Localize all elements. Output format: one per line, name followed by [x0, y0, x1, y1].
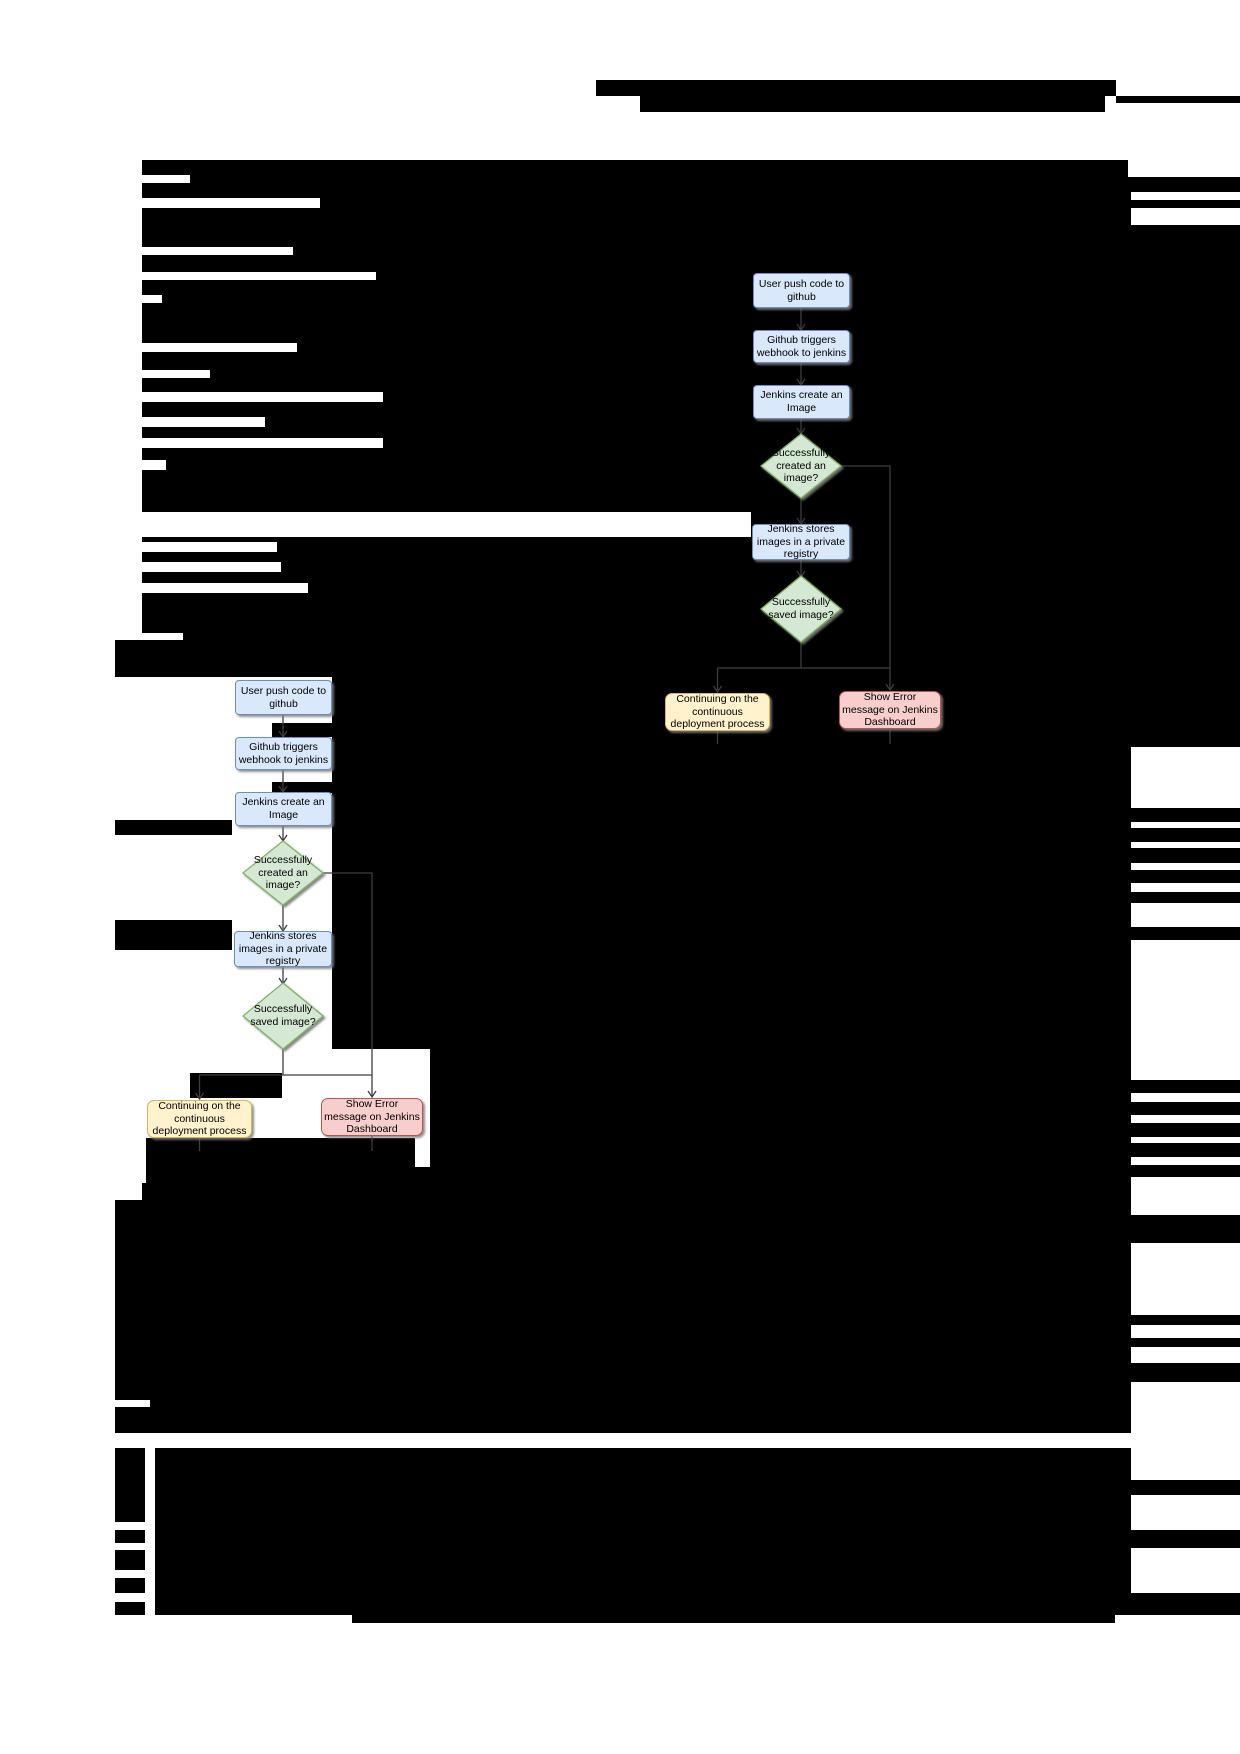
redacted-text-block — [1131, 808, 1240, 822]
redacted-text-block — [1131, 892, 1240, 903]
redacted-text-block — [190, 1073, 282, 1098]
text-line-gap — [0, 633, 183, 640]
text-line-gap — [0, 272, 376, 280]
flowchart-node-github-webhook: Github triggers webhook to jenkins — [753, 330, 850, 363]
redacted-text-block — [115, 820, 232, 835]
flowchart-node-show-error: Show Error message on Jenkins Dashboard — [321, 1098, 423, 1136]
redacted-text-block — [115, 640, 142, 680]
redacted-text-block — [1131, 1123, 1240, 1137]
flowchart-connectors — [194, 715, 377, 1151]
text-line-gap — [0, 562, 281, 572]
flowchart-node-continue-deployment: Continuing on the continuous deployment … — [147, 1100, 252, 1138]
flowchart-node-created-image-question — [759, 433, 843, 499]
redacted-text-block — [640, 96, 1105, 112]
flowchart-node-jenkins-create-image: Jenkins create an Image — [753, 385, 850, 419]
flowchart-arrow — [323, 872, 373, 1075]
flowchart-arrow — [367, 1090, 377, 1099]
redacted-text-block — [142, 1183, 1131, 1433]
redacted-text-block — [272, 782, 1131, 793]
redacted-text-block — [1131, 1080, 1240, 1093]
redacted-text-block — [1131, 1530, 1240, 1548]
text-line-gap — [1131, 208, 1240, 225]
text-line-gap — [0, 295, 162, 303]
flowchart-node-show-error: Show Error message on Jenkins Dashboard — [839, 691, 941, 729]
redacted-text-block — [1116, 96, 1240, 103]
text-line-gap — [0, 1570, 150, 1578]
text-line-gap — [0, 1433, 633, 1448]
text-line-gap — [0, 1400, 150, 1407]
redacted-text-block — [1131, 927, 1240, 940]
text-line-gap — [0, 370, 210, 378]
text-line-gap — [0, 1593, 150, 1602]
redacted-text-block — [1131, 848, 1240, 863]
redacted-text-block — [146, 1167, 625, 1183]
redacted-text-block — [1131, 1165, 1240, 1177]
text-line-gap — [0, 1522, 150, 1530]
redacted-text-block — [1131, 870, 1240, 883]
flowchart-arrow — [194, 1092, 205, 1101]
flowchart-node-label-created-image-question: Successfully created an image? — [253, 854, 313, 892]
flowchart-arrow — [841, 465, 891, 668]
flowchart-node-user-push: User push code to github — [235, 680, 332, 715]
redacted-text-block — [115, 1448, 145, 1615]
redacted-text-block — [1131, 1363, 1240, 1382]
text-line-gap — [0, 512, 751, 537]
flowchart-node-github-webhook: Github triggers webhook to jenkins — [235, 737, 332, 770]
flowchart-node-jenkins-store-registry: Jenkins stores images in a private regis… — [234, 930, 332, 967]
redacted-text-block — [596, 80, 1116, 96]
flowchart-node-continue-deployment: Continuing on the continuous deployment … — [665, 693, 770, 731]
text-line-gap — [0, 1543, 150, 1550]
text-line-gap — [1131, 192, 1240, 200]
flowchart-node-user-push: User push code to github — [753, 273, 850, 308]
flowchart-connectors — [712, 308, 895, 744]
flowchart-node-saved-image-question — [759, 575, 843, 643]
text-line-gap — [0, 343, 297, 352]
flowchart-node-jenkins-create-image: Jenkins create an Image — [235, 792, 332, 826]
flowchart-node-label-created-image-question: Successfully created an image? — [771, 447, 831, 485]
text-line-gap — [0, 542, 277, 552]
flowchart-node-label-saved-image-question: Successfully saved image? — [250, 1003, 316, 1028]
redacted-text-block — [1131, 1480, 1240, 1495]
flowchart-node-jenkins-store-registry: Jenkins stores images in a private regis… — [752, 523, 850, 560]
text-line-gap — [0, 392, 383, 402]
redacted-text-block — [1131, 1593, 1240, 1615]
redacted-text-block — [115, 920, 232, 950]
redacted-text-block — [1131, 1143, 1240, 1157]
flowchart-node-created-image-question — [241, 840, 325, 906]
redacted-text-block — [142, 160, 1128, 177]
text-line-gap — [0, 417, 265, 427]
text-line-gap — [0, 247, 293, 255]
text-line-gap — [0, 175, 190, 183]
redacted-text-block — [1131, 828, 1240, 842]
redacted-text-block — [1131, 1315, 1240, 1325]
text-line-gap — [0, 583, 308, 593]
redacted-text-block — [352, 1615, 1115, 1623]
flowchart-node-saved-image-question — [241, 982, 325, 1050]
redacted-text-block — [1131, 1215, 1240, 1243]
text-line-gap — [0, 460, 166, 470]
flowchart-arrow — [885, 683, 895, 692]
redacted-text-block — [332, 747, 1131, 1049]
redacted-text-block — [146, 1138, 415, 1167]
text-line-gap — [0, 198, 320, 208]
flowchart-node-label-saved-image-question: Successfully saved image? — [768, 596, 834, 621]
redacted-text-block — [155, 1448, 1131, 1615]
text-line-gap — [0, 438, 383, 448]
redacted-text-block — [1131, 1338, 1240, 1347]
flowchart-arrow — [712, 685, 723, 694]
redacted-text-block — [1131, 1102, 1240, 1115]
